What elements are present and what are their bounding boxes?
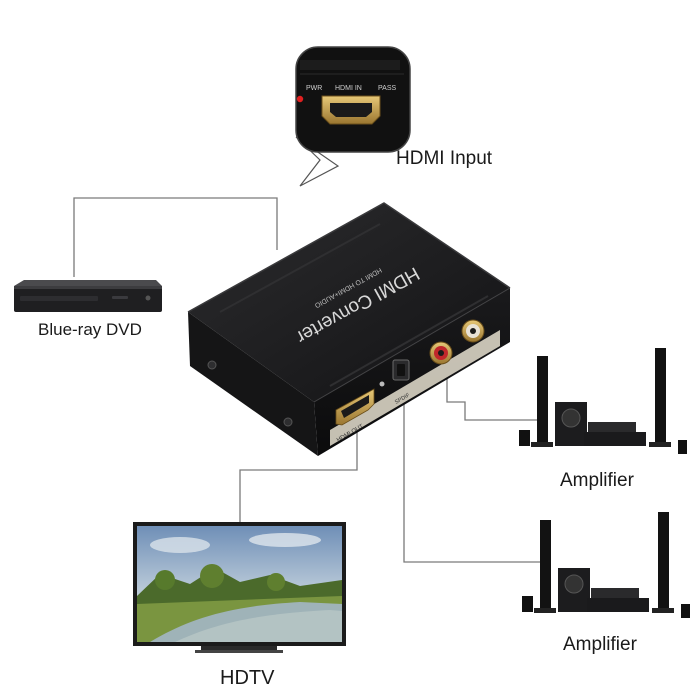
inset-pass-label: PASS: [378, 85, 396, 92]
hdmi-out-port: [335, 388, 375, 426]
dvd-to-converter-line: [73, 197, 278, 277]
amplifier-top-label: Amplifier: [560, 470, 634, 491]
rca-red-jack: [429, 341, 453, 365]
inset-hdmi-in-label: HDMI IN: [335, 85, 362, 92]
converter-to-amplifier-top-line: [446, 372, 540, 421]
bluray-player: [14, 280, 162, 312]
converter-to-hdtv-line: [239, 430, 358, 524]
inset-pwr-label: PWR: [306, 85, 322, 92]
status-led-icon: [379, 381, 385, 387]
screw-icon: [283, 417, 293, 427]
bluray-dvd-label: Blue-ray DVD: [38, 320, 142, 339]
converter-to-amplifier-bottom-line: [403, 392, 545, 563]
power-led-icon: [296, 95, 304, 103]
connection-lines: [73, 197, 545, 563]
amplifier-system-bottom: [522, 512, 690, 618]
amplifier-system-top: [519, 348, 687, 454]
hdmi-input-label: HDMI Input: [396, 148, 493, 169]
screw-icon: [207, 360, 217, 370]
hdmi-input-inset: PWR HDMI IN PASS: [295, 46, 411, 187]
hdtv: [133, 522, 346, 653]
spdif-port: [392, 359, 410, 381]
hdtv-label: HDTV: [220, 667, 275, 689]
amplifier-bottom-label: Amplifier: [563, 634, 637, 655]
rca-white-jack: [461, 319, 485, 343]
hdmi-converter-box: HDMI Converter HDMI TO HDMI+AUDIO HDMI O…: [187, 202, 511, 456]
